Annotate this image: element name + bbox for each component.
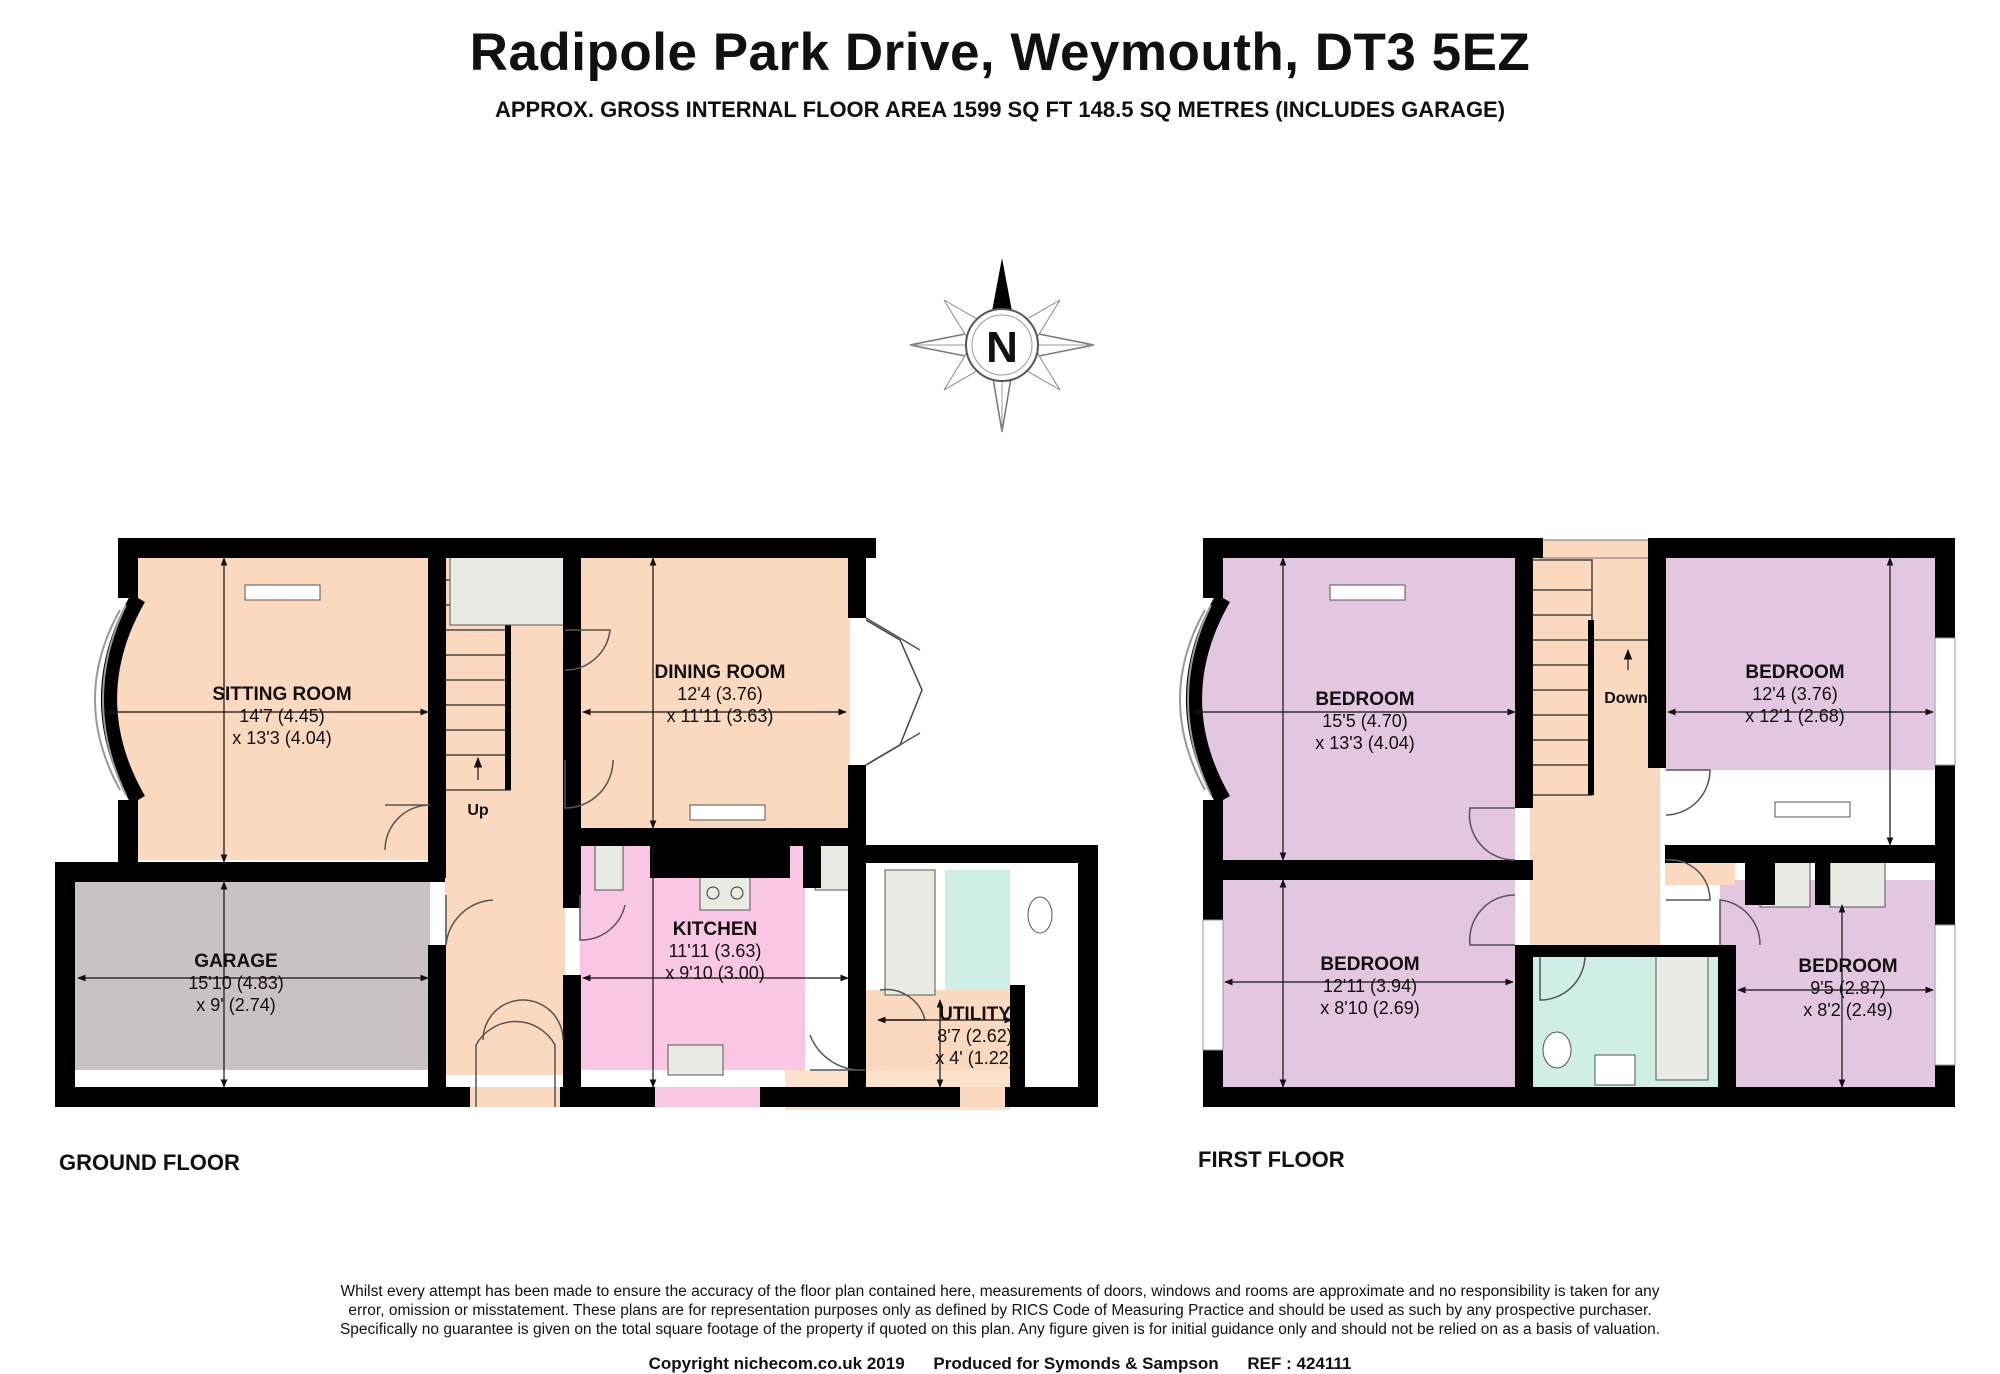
bedroom-1-name: BEDROOM (1315, 689, 1414, 710)
utility-name: UTILITY (939, 1004, 1011, 1025)
bedroom-4-dim1: 9'5 (2.87) (1810, 978, 1885, 998)
sitting-room-dim2: x 13'3 (4.04) (232, 728, 332, 748)
kitchen-dim1: 11'11 (3.63) (669, 941, 762, 961)
plan-title: Radipole Park Drive, Weymouth, DT3 5EZ (469, 23, 1531, 82)
bedroom-2-dim1: 12'4 (3.76) (1752, 684, 1838, 704)
compass-north-label: N (986, 323, 1018, 372)
disclaimer: Whilst every attempt has been made to en… (230, 1282, 1770, 1339)
garage-dim2: x 9' (2.74) (196, 995, 275, 1015)
reference-text: REF : 424111 (1247, 1354, 1352, 1373)
dining-room-area (580, 555, 850, 830)
copyright-text: Copyright nichecom.co.uk 2019 (648, 1354, 905, 1373)
disclaimer-line: Whilst every attempt has been made to en… (340, 1283, 1660, 1300)
bedroom-2-name: BEDROOM (1745, 662, 1844, 683)
sitting-room-area (115, 555, 430, 860)
bedroom-2-area (1665, 555, 1940, 770)
ground-doors (384, 617, 926, 1071)
first-floor-label: FIRST FLOOR (1198, 1147, 1345, 1172)
utility-shower-area (945, 870, 1010, 990)
stairs-down-label: Down (1604, 690, 1648, 707)
washbasin-icon (1594, 1054, 1636, 1086)
first-floor-plan (1179, 538, 1956, 1107)
understairs-cupboard (449, 554, 566, 626)
utility-wc-icon (1027, 896, 1053, 934)
bedroom-1-area (1200, 555, 1515, 860)
kitchen-sink-icon (667, 1044, 724, 1076)
dining-room-dim1: 12'4 (3.76) (677, 684, 763, 704)
sitting-room-dim1: 14'7 (4.45) (239, 706, 325, 726)
produced-for-text: Produced for Symonds & Sampson (933, 1354, 1219, 1373)
kitchen-dim2: x 9'10 (3.00) (665, 963, 765, 983)
bedroom-2-dim2: x 12'1 (2.68) (1745, 706, 1845, 726)
utility-dim2: x 4' (1.22) (935, 1048, 1014, 1068)
dining-room-dim2: x 11'11 (3.63) (667, 706, 774, 726)
ground-floor-plan (55, 538, 1098, 1110)
compass-rose-icon (909, 258, 1095, 433)
first-doors (1468, 769, 1761, 1001)
utility-dim1: 8'7 (2.62) (937, 1026, 1012, 1046)
dining-room-name: DINING ROOM (655, 662, 786, 683)
bedroom-4-name: BEDROOM (1798, 956, 1897, 977)
disclaimer-line: error, omission or misstatement. These p… (348, 1302, 1652, 1319)
garage-dim1: 15'10 (4.83) (188, 973, 284, 993)
bedroom-4-dim2: x 8'2 (2.49) (1803, 1000, 1892, 1020)
bedroom-3-dim1: 12'11 (3.94) (1323, 976, 1417, 996)
ground-floor-label: GROUND FLOOR (59, 1150, 240, 1175)
bath-icon (1655, 954, 1709, 1081)
kitchen-name: KITCHEN (673, 919, 757, 940)
bathroom-wc-icon (1542, 1031, 1572, 1069)
bedroom-1-dim1: 15'5 (4.70) (1322, 711, 1408, 731)
disclaimer-line: Specifically no guarantee is given on th… (339, 1321, 1661, 1338)
footer: Copyright nichecom.co.uk 2019 Produced f… (0, 1354, 2000, 1374)
garage-name: GARAGE (194, 951, 277, 972)
bedroom-4-area (1720, 880, 1940, 1087)
sitting-room-name: SITTING ROOM (212, 684, 351, 705)
first-walls (1203, 538, 1955, 1107)
floor-area-subtitle: APPROX. GROSS INTERNAL FLOOR AREA 1599 S… (494, 97, 1506, 122)
bedroom-3-dim2: x 8'10 (2.69) (1320, 998, 1420, 1018)
bedroom-1-dim2: x 13'3 (4.04) (1315, 733, 1415, 753)
bedroom-3-name: BEDROOM (1320, 954, 1419, 975)
stairs-up-label: Up (467, 802, 489, 819)
fireplace-icon (689, 804, 766, 821)
fireplace-icon (244, 584, 321, 601)
